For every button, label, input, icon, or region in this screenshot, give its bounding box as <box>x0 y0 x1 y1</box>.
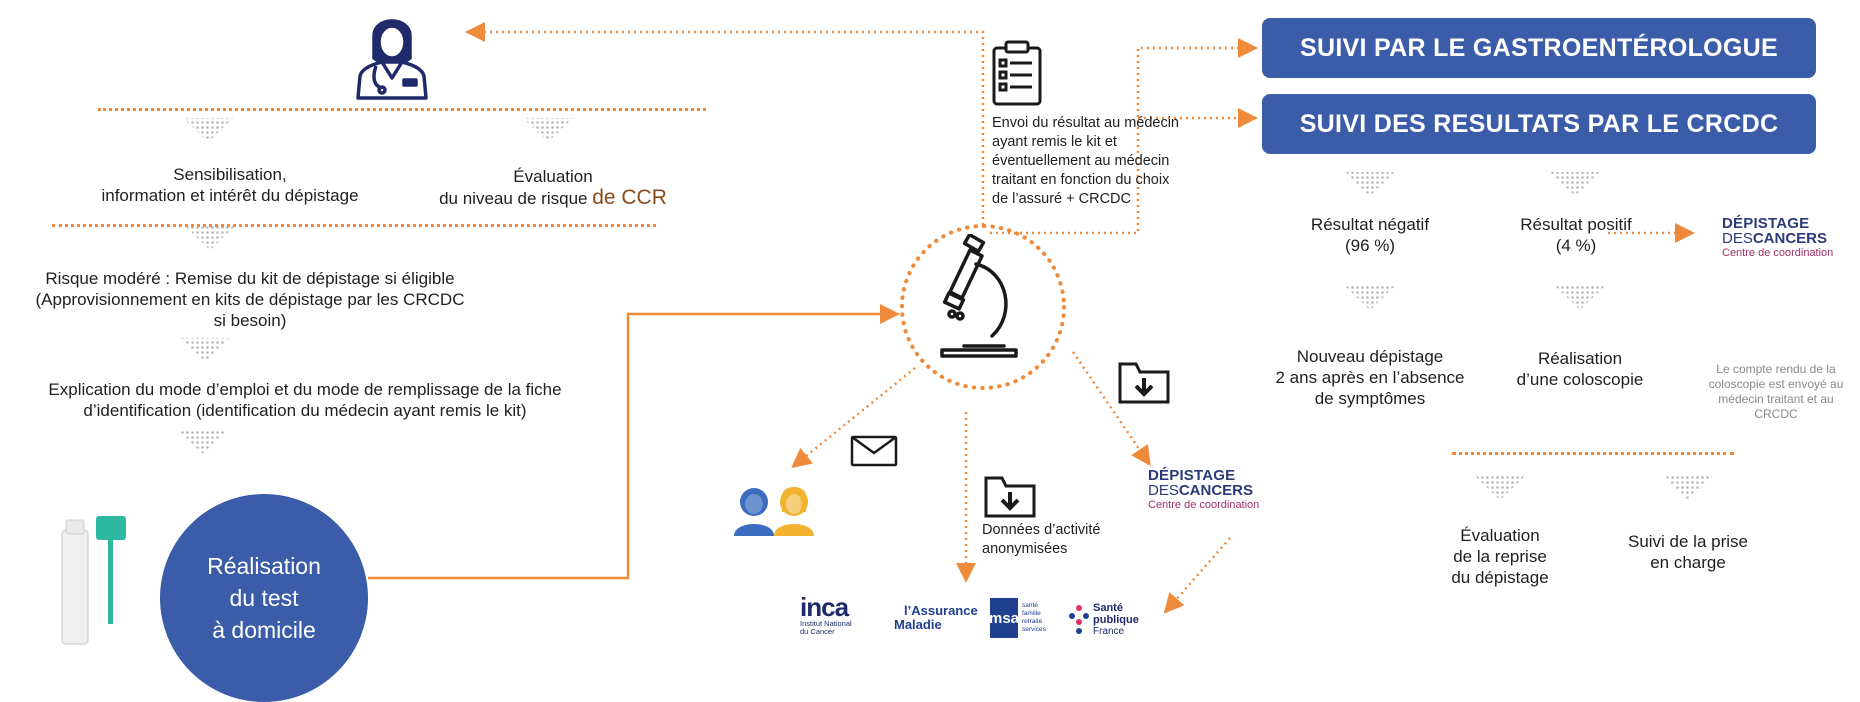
test-kit-icon <box>61 516 126 645</box>
msa-logo: msa santé famille retraite services <box>989 598 1060 638</box>
logo-line1: DÉPISTAGE <box>1148 467 1236 484</box>
sensibilisation-text: Sensibilisation, information et intérêt … <box>101 165 359 205</box>
realisation-text: Réalisation du test à domicile <box>207 553 321 643</box>
resultat-negatif: Résultat négatif (96 %) <box>1310 215 1430 255</box>
resultat-positif: Résultat positif (4 %) <box>1520 215 1632 255</box>
folder-download-icon-2 <box>984 476 1036 518</box>
risque-text: Risque modéré : Remise du kit de dépista… <box>35 269 465 330</box>
evaluation-ccr: de CCR <box>592 186 667 209</box>
logo-r-line1: DÉPISTAGE <box>1722 215 1810 232</box>
divider-bottom-right <box>1452 452 1734 455</box>
divider-mid-left <box>52 224 656 227</box>
inca-sub: Institut National du Cancer <box>800 619 852 636</box>
box-suivi-crcdc: SUIVI DES RESULTATS PAR LE CRCDC <box>1262 94 1816 154</box>
logo-r-line2b: CANCERS <box>1752 230 1828 247</box>
evaluation-prefix: Évaluation du niveau de risque <box>439 167 593 208</box>
patients-icon <box>734 487 814 536</box>
test-to-lab-arrow <box>368 304 900 580</box>
depistage-logo-center: DÉPISTAGE DESCANCERS Centre de coordinat… <box>1148 468 1259 513</box>
envelope-icon <box>850 435 898 467</box>
evaluation-reprise: Évaluation de la reprise du dépistage <box>1451 526 1549 587</box>
note-compte-rendu: Le compte rendu de la coloscopie est env… <box>1708 362 1844 421</box>
doctor-icon <box>356 19 428 100</box>
folder-download-icon <box>1118 362 1170 404</box>
realisation-circle: Réalisation du test à domicile <box>160 494 368 702</box>
logo-line2b: CANCERS <box>1178 482 1254 499</box>
microscope-icon <box>940 234 1018 358</box>
depistage-logo-right: DÉPISTAGE DESCANCERS Centre de coordinat… <box>1722 216 1833 261</box>
assurance-l1: l’Assurance <box>904 603 978 618</box>
lab-circle <box>900 224 1066 390</box>
evaluation-text: Évaluation du niveau de risque de CCR <box>418 166 688 209</box>
connectors-layer <box>178 22 1713 614</box>
msa-words: santé famille retraite services <box>1022 602 1046 633</box>
logo-r-line2a: DES <box>1722 230 1753 247</box>
realisation-coloscopie: Réalisation d’une coloscopie <box>1516 349 1644 389</box>
nouveau-depistage: Nouveau dépistage 2 ans après en l’absen… <box>1275 347 1465 408</box>
msa-letters: msa <box>989 598 1019 638</box>
logo-r-line3: Centre de coordination <box>1722 247 1834 259</box>
logo-line3: Centre de coordination <box>1148 499 1260 511</box>
sp-l2: publique <box>1093 613 1139 626</box>
box-suivi-gastro: SUIVI PAR LE GASTROENTÉROLOGUE <box>1262 18 1816 78</box>
logo-line2a: DES <box>1148 482 1179 499</box>
inca-main: inca <box>800 592 849 622</box>
suivi-prise-charge: Suivi de la prise en charge <box>1627 532 1748 572</box>
sp-l1: Santé <box>1093 601 1123 614</box>
inca-logo: inca Institut National du Cancer <box>800 594 866 636</box>
clipboard-icon <box>992 40 1042 106</box>
dotted-down-arrows <box>178 118 1713 500</box>
sante-publique-dots-icon <box>1069 605 1089 634</box>
explication-text: Explication du mode d’emploi et du mode … <box>48 380 562 420</box>
sante-publique-logo: Santé publique France <box>1068 596 1144 642</box>
envoi-text: Envoi du résultat au médecin ayant remis… <box>992 115 1179 207</box>
assurance-l2: Maladie <box>894 617 942 632</box>
sp-l3: France <box>1093 625 1125 637</box>
assurance-maladie-logo: l’Assurance Maladie <box>884 594 978 632</box>
donnees-text: Données d’activité anonymisées <box>982 522 1101 557</box>
divider-top-left <box>98 108 706 111</box>
